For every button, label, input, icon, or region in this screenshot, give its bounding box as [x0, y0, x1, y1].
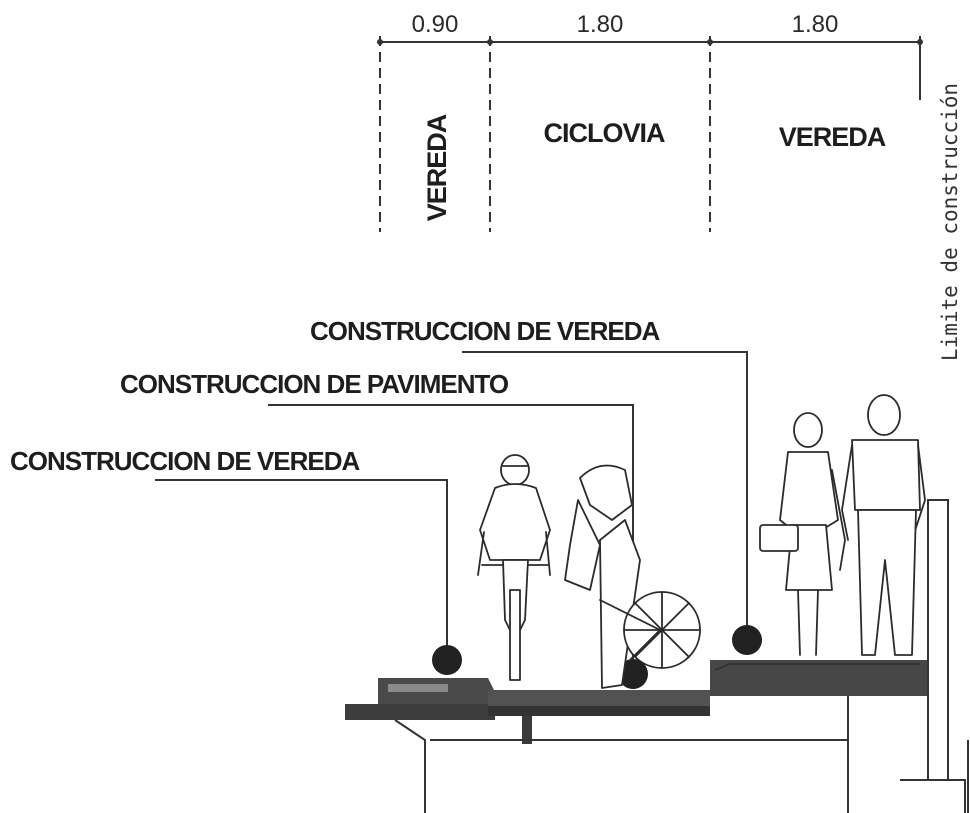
left-sidewalk-detail — [388, 684, 448, 692]
bike-frame — [599, 599, 662, 661]
dimension-tick-3 — [707, 39, 713, 45]
wall-footing — [900, 779, 966, 813]
pedestrian-woman-figure — [759, 412, 846, 656]
woman-arm — [831, 469, 846, 571]
dimension-value-1: 0.90 — [412, 11, 459, 38]
drain-post — [522, 716, 532, 744]
callout-label-lower: CONSTRUCCION DE VEREDA — [10, 446, 360, 476]
leader-line-upper — [462, 351, 748, 640]
bike-lane-base — [488, 706, 710, 716]
cyclist-side-figure — [564, 464, 701, 689]
callout-label-upper: CONSTRUCCION DE VEREDA — [310, 316, 660, 346]
bike-wheel-spokes — [623, 591, 701, 669]
construction-limit-label: Limite de construcción — [938, 83, 962, 361]
woman-head — [793, 412, 823, 448]
pedestrian-man-figure — [841, 394, 926, 656]
rider-back — [579, 464, 633, 521]
callout-upper: CONSTRUCCION DE VEREDA — [310, 316, 762, 655]
dimension-tick-1 — [377, 39, 383, 45]
man-torso — [851, 439, 921, 511]
dimension-tick-2 — [487, 39, 493, 45]
woman-legs — [797, 589, 819, 656]
cyclist-helmet — [500, 454, 530, 486]
woman-handbag — [759, 524, 799, 552]
callout-middle: CONSTRUCCION DE PAVIMENTO — [120, 369, 648, 689]
marker-dot-upper — [732, 625, 762, 655]
left-curb — [345, 704, 495, 720]
callout-lower: CONSTRUCCION DE VEREDA — [10, 446, 462, 675]
zone-label-right-sidewalk: VEREDA — [779, 122, 886, 152]
cyclist-front-figure — [477, 454, 551, 681]
dimension-tick-4 — [917, 39, 923, 45]
cyclist-front-wheel — [509, 589, 521, 681]
zone-label-left-sidewalk: VEREDA — [422, 114, 452, 221]
woman-torso — [779, 451, 839, 529]
boundary-wall — [927, 499, 949, 781]
zone-label-bike-lane: CICLOVIA — [543, 118, 665, 148]
dimension-chain: 0.90 1.80 1.80 — [377, 11, 923, 232]
rider-arm — [564, 499, 601, 591]
man-legs — [857, 509, 917, 656]
callout-label-middle: CONSTRUCCION DE PAVIMENTO — [120, 369, 509, 399]
leader-line-lower — [155, 479, 448, 648]
cyclist-torso — [479, 483, 551, 561]
right-sidewalk-edge — [714, 663, 920, 671]
substructure-left — [394, 719, 426, 813]
right-sidewalk-slab — [710, 660, 928, 696]
dimension-value-2: 1.80 — [577, 11, 624, 38]
marker-dot-lower — [432, 645, 462, 675]
dimension-value-3: 1.80 — [792, 11, 839, 38]
man-head — [867, 394, 901, 436]
pavement-section — [345, 499, 969, 813]
zone-labels: VEREDA CICLOVIA VEREDA — [422, 114, 887, 221]
cyclist-arms — [477, 531, 551, 576]
